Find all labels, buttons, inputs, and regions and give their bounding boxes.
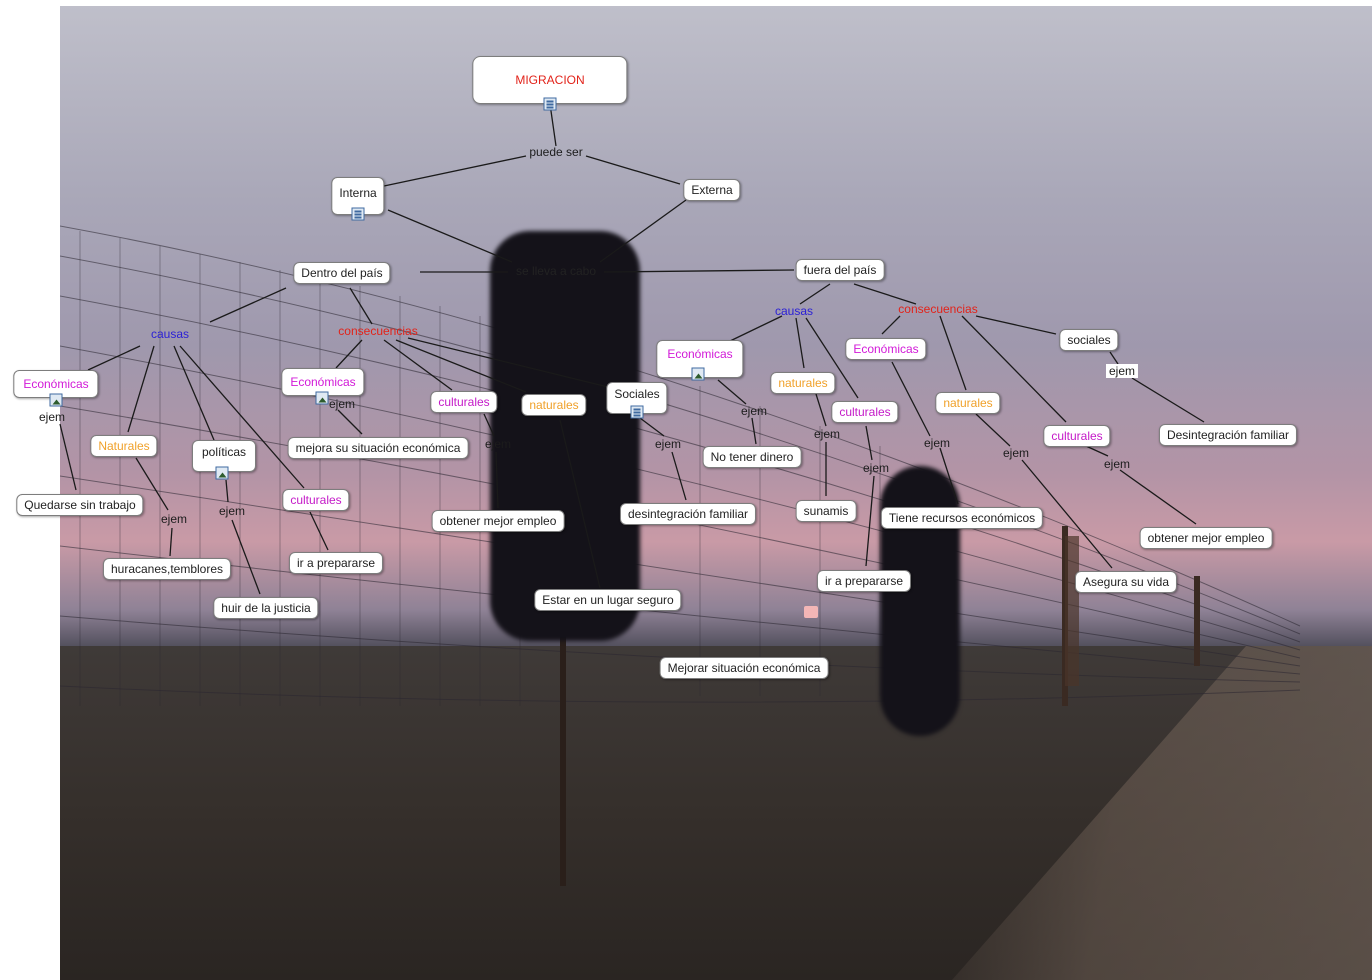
concept-huracanes[interactable]: huracanes,temblores	[102, 558, 232, 580]
note-icon[interactable]	[351, 207, 365, 221]
link-consecuencias-left: consecuencias	[338, 324, 418, 338]
concept-culturales-right[interactable]: culturales	[831, 401, 899, 423]
concept-estar-lugar-seguro[interactable]: Estar en un lugar seguro	[534, 589, 682, 611]
link-ejem: ejem	[328, 397, 356, 411]
note-icon[interactable]	[630, 405, 644, 419]
link-ejem: ejem	[1103, 457, 1131, 471]
concept-naturales-right[interactable]: naturales	[770, 372, 836, 394]
concept-migracion[interactable]: MIGRACION	[472, 56, 628, 104]
concept-sociales-right[interactable]: sociales	[1059, 329, 1119, 351]
link-ejem: ejem	[813, 427, 841, 441]
link-ejem: ejem	[218, 504, 246, 518]
link-ejem: ejem	[160, 512, 188, 526]
concept-desintegracion-left[interactable]: desintegración familiar	[619, 503, 757, 525]
link-causas-left: causas	[150, 327, 190, 341]
link-ejem: ejem	[923, 436, 951, 450]
link-ejem: ejem	[38, 410, 66, 424]
concept-economicas-left[interactable]: Económicas	[13, 370, 99, 398]
concept-desintegracion-right[interactable]: Desintegración familiar	[1158, 424, 1298, 446]
concept-culturales-cons-right[interactable]: culturales	[1043, 425, 1111, 447]
concept-culturales-left[interactable]: culturales	[282, 489, 350, 511]
concept-sociales-left[interactable]: Sociales	[606, 382, 668, 414]
concept-sunamis[interactable]: sunamis	[795, 500, 857, 522]
concept-naturales-cons-left[interactable]: naturales	[521, 394, 587, 416]
concept-tiene-recursos[interactable]: Tiene recursos económicos	[880, 507, 1044, 529]
concept-dentro-del-pais[interactable]: Dentro del país	[293, 262, 391, 284]
concept-culturales-cons-left[interactable]: culturales	[430, 391, 498, 413]
link-ejem: ejem	[740, 404, 768, 418]
setting-sun	[804, 606, 818, 618]
concept-mejorar-situacion[interactable]: Mejorar situación económica	[659, 657, 829, 679]
concept-naturales-cons-right[interactable]: naturales	[935, 392, 1001, 414]
link-se-lleva-a-cabo: se lleva a cabo	[515, 264, 597, 278]
concept-economicas-cons-left[interactable]: Económicas	[281, 368, 365, 396]
link-ejem: ejem	[484, 437, 512, 451]
image-icon[interactable]	[215, 466, 229, 480]
image-icon[interactable]	[691, 367, 705, 381]
concept-obtener-mejor-empleo-right[interactable]: obtener mejor empleo	[1139, 527, 1273, 549]
concept-quedarse-sin-trabajo[interactable]: Quedarse sin trabajo	[16, 494, 144, 516]
concept-ir-a-prepararse-right[interactable]: ir a prepararse	[816, 570, 912, 592]
concept-externa[interactable]: Externa	[683, 179, 741, 201]
concept-asegura-su-vida[interactable]: Asegura su vida	[1074, 571, 1178, 593]
concept-naturales-left[interactable]: Naturales	[90, 435, 158, 457]
link-ejem: ejem	[654, 437, 682, 451]
concept-huir-de-la-justicia[interactable]: huir de la justicia	[213, 597, 319, 619]
concept-obtener-mejor-empleo-left[interactable]: obtener mejor empleo	[431, 510, 565, 532]
note-icon[interactable]	[543, 97, 557, 111]
link-puede-ser: puede ser	[529, 145, 583, 159]
link-consecuencias-right: consecuencias	[898, 302, 978, 316]
concept-fuera-del-pais[interactable]: fuera del país	[795, 259, 885, 281]
link-ejem: ejem	[1105, 364, 1139, 378]
image-icon[interactable]	[315, 391, 329, 405]
concept-no-tener-dinero[interactable]: No tener dinero	[702, 446, 802, 468]
concept-migracion-label: MIGRACION	[515, 73, 585, 87]
concept-economicas-cons-right[interactable]: Económicas	[845, 338, 927, 360]
image-icon[interactable]	[49, 393, 63, 407]
link-ejem: ejem	[1002, 446, 1030, 460]
concept-ir-a-prepararse-left[interactable]: ir a prepararse	[288, 552, 384, 574]
concept-mejora-situacion[interactable]: mejora su situación económica	[287, 437, 469, 459]
person-silhouette	[490, 231, 640, 641]
link-ejem: ejem	[862, 461, 890, 475]
link-causas-right: causas	[774, 304, 814, 318]
